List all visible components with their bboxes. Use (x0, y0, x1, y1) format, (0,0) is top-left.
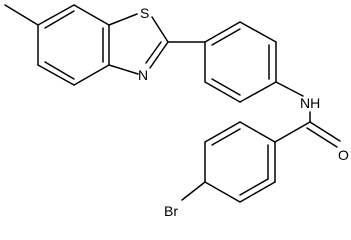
bond-benzo-dbl-3 (44, 10, 75, 29)
bond-phenyl-2 (239, 21, 277, 43)
atom-label-nitrogen: N (138, 67, 148, 83)
bond-brring-dbl-2 (239, 178, 269, 196)
bond-benzo-3 (73, 64, 110, 86)
bond-phenyl-nh (275, 81, 304, 97)
bond-phenyl-4 (239, 81, 277, 103)
bond-c2-n (149, 41, 169, 69)
bond-brring-4 (204, 181, 241, 203)
bond-phenyl-1 (204, 21, 241, 43)
bond-benzo-6 (37, 4, 75, 26)
bond-s-c2 (151, 16, 169, 43)
bond-carbonyl-ring (274, 121, 311, 143)
bond-n-c (108, 64, 139, 75)
bond-brring-1 (239, 121, 276, 143)
bond-c2-n-dbl (145, 41, 162, 64)
atom-label-nh: NH (300, 95, 320, 111)
bond-c-s (108, 13, 138, 26)
bond-c-br (181, 181, 206, 201)
atom-label-oxygen: O (338, 147, 349, 163)
bond-benzo-5 (73, 4, 110, 26)
bond-lines (4, 4, 341, 203)
structure-diagram: S N NH O Br (4, 4, 349, 219)
atom-label-sulfur: S (140, 5, 149, 21)
bond-phenyl-dbl-1 (211, 28, 241, 46)
bond-brring-5 (239, 181, 276, 203)
bond-phenyl-dbl-3 (211, 78, 241, 96)
bond-phenyl-5 (204, 81, 241, 103)
atom-labels: S N NH O Br (138, 5, 349, 219)
atom-label-bromine: Br (164, 203, 178, 219)
bond-co-2 (306, 127, 338, 148)
bond-benzo-2 (37, 64, 75, 86)
bond-co-1 (309, 121, 341, 142)
bond-methyl (4, 4, 39, 26)
bond-benzo-dbl-1 (44, 61, 75, 80)
bond-brring-2 (204, 121, 241, 143)
bond-brring-dbl-1 (211, 128, 241, 146)
